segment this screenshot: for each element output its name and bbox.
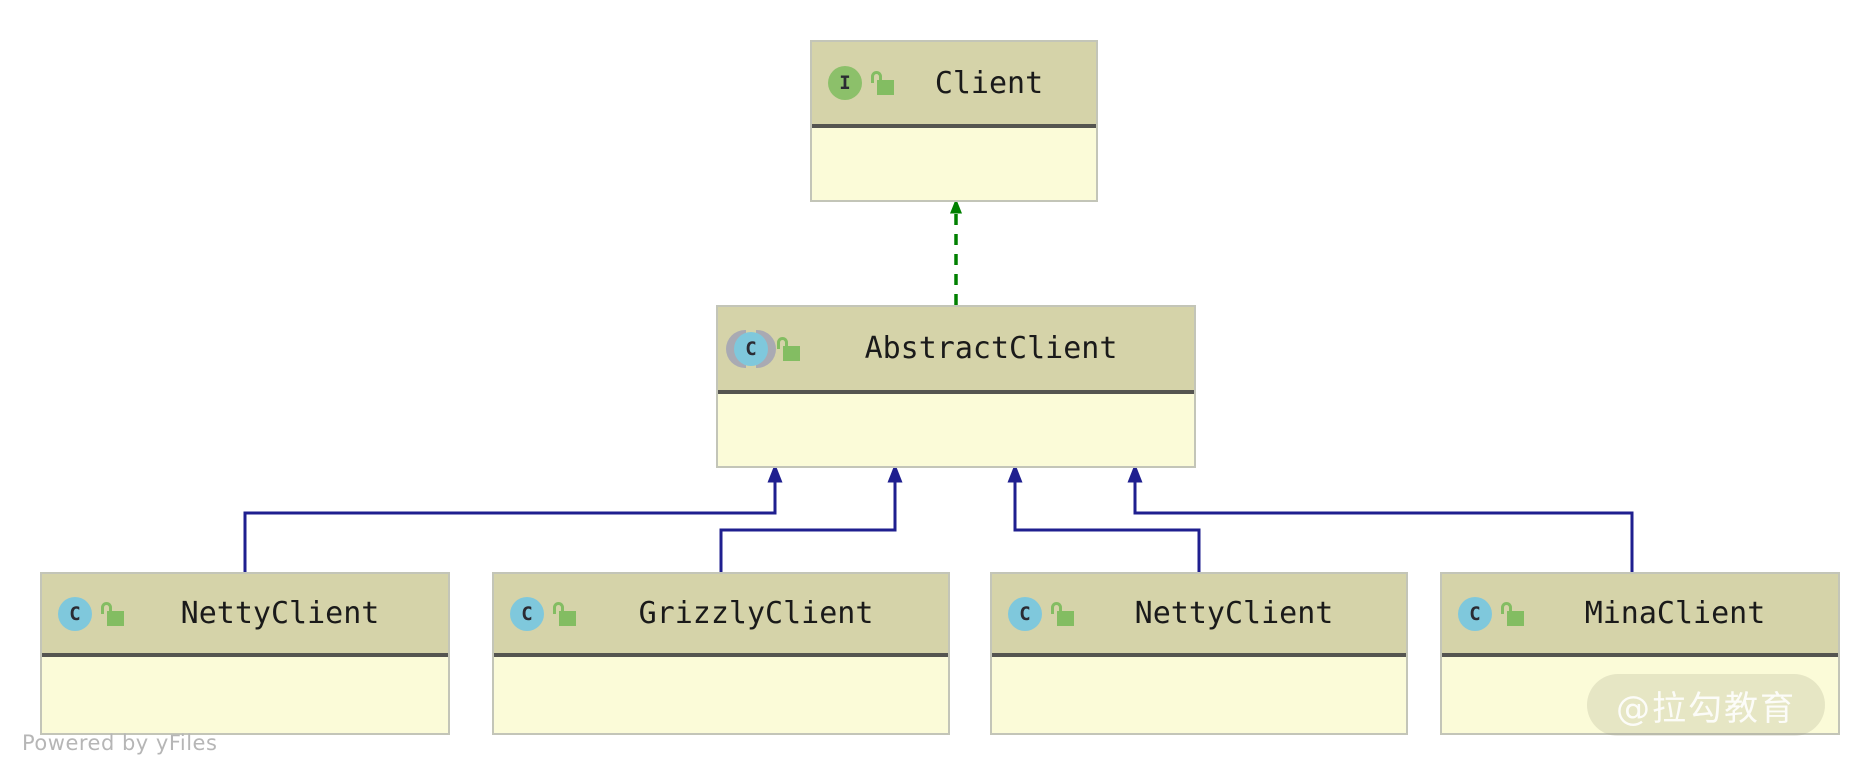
padlock-body — [1507, 610, 1524, 626]
node-body-netty-client-1 — [42, 657, 448, 733]
node-body-grizzly-client — [494, 657, 948, 733]
padlock-body — [783, 345, 800, 361]
interface-badge-letter: I — [828, 66, 862, 100]
padlock-shackle — [101, 601, 112, 614]
edge-minaclient-extends-abstractclient — [1127, 463, 1634, 572]
node-header-mina-client: C MinaClient — [1442, 574, 1838, 657]
open-padlock-icon — [100, 600, 126, 628]
interface-badge-icon: I — [826, 64, 864, 102]
node-header-abstract-client: C AbstractClient — [718, 307, 1194, 394]
padlock-body — [1057, 610, 1074, 626]
padlock-shackle — [871, 71, 882, 83]
open-padlock-icon — [776, 335, 802, 363]
padlock-body — [559, 610, 576, 626]
open-padlock-icon — [1500, 600, 1526, 628]
node-title-mina-client: MinaClient — [1584, 596, 1766, 631]
class-badge-letter: C — [1458, 596, 1492, 631]
node-title-netty-client-1: NettyClient — [180, 596, 380, 631]
node-header-netty-client-2: C NettyClient — [992, 574, 1406, 657]
class-badge-icon: C — [56, 595, 94, 633]
open-padlock-icon — [552, 600, 578, 628]
uml-class-node-grizzly-client[interactable]: C GrizzlyClient — [492, 572, 950, 735]
uml-class-node-netty-client-2[interactable]: C NettyClient — [990, 572, 1408, 735]
node-body-mina-client — [1442, 657, 1838, 733]
node-header-netty-client-1: C NettyClient — [42, 574, 448, 657]
node-title-abstract-client: AbstractClient — [864, 331, 1118, 366]
uml-class-node-abstract-client[interactable]: C AbstractClient — [716, 305, 1196, 468]
yfiles-credit-label: Powered by yFiles — [22, 731, 218, 755]
node-title-grizzly-client: GrizzlyClient — [638, 596, 874, 631]
node-body-netty-client-2 — [992, 657, 1406, 733]
class-badge-letter: C — [58, 596, 92, 631]
class-badge-icon: C — [1456, 595, 1494, 633]
node-title-netty-client-2: NettyClient — [1134, 596, 1334, 631]
padlock-shackle — [777, 336, 788, 349]
node-body-client — [812, 128, 1096, 200]
padlock-shackle — [553, 601, 564, 614]
padlock-body — [107, 610, 124, 626]
node-header-client: I Client — [812, 42, 1096, 128]
uml-class-node-client[interactable]: I Client — [810, 40, 1098, 202]
padlock-body — [877, 80, 894, 95]
watermark-text: @拉勾教育 — [1616, 688, 1796, 729]
edge-grizzlyclient-extends-abstractclient — [719, 463, 903, 572]
node-body-abstract-client — [718, 394, 1194, 466]
padlock-shackle — [1501, 601, 1512, 614]
class-badge-icon: C — [508, 595, 546, 633]
edge-nettyclient2-extends-abstractclient — [1007, 463, 1201, 572]
edge-nettyclient1-extends-abstractclient — [243, 463, 783, 572]
uml-class-node-netty-client-1[interactable]: C NettyClient — [40, 572, 450, 735]
padlock-shackle — [1051, 601, 1062, 614]
uml-class-node-mina-client[interactable]: C MinaClient — [1440, 572, 1840, 735]
watermark-badge: @拉勾教育 — [1587, 674, 1825, 736]
open-padlock-icon — [1050, 600, 1076, 628]
class-badge-letter: C — [510, 596, 544, 631]
abstract-class-badge-letter: C — [734, 331, 768, 366]
abstract-class-badge-icon: C — [726, 329, 776, 368]
node-title-client: Client — [934, 65, 1044, 101]
class-badge-icon: C — [1006, 595, 1044, 633]
open-padlock-icon — [870, 69, 896, 97]
class-badge-letter: C — [1008, 596, 1042, 631]
node-header-grizzly-client: C GrizzlyClient — [494, 574, 948, 657]
